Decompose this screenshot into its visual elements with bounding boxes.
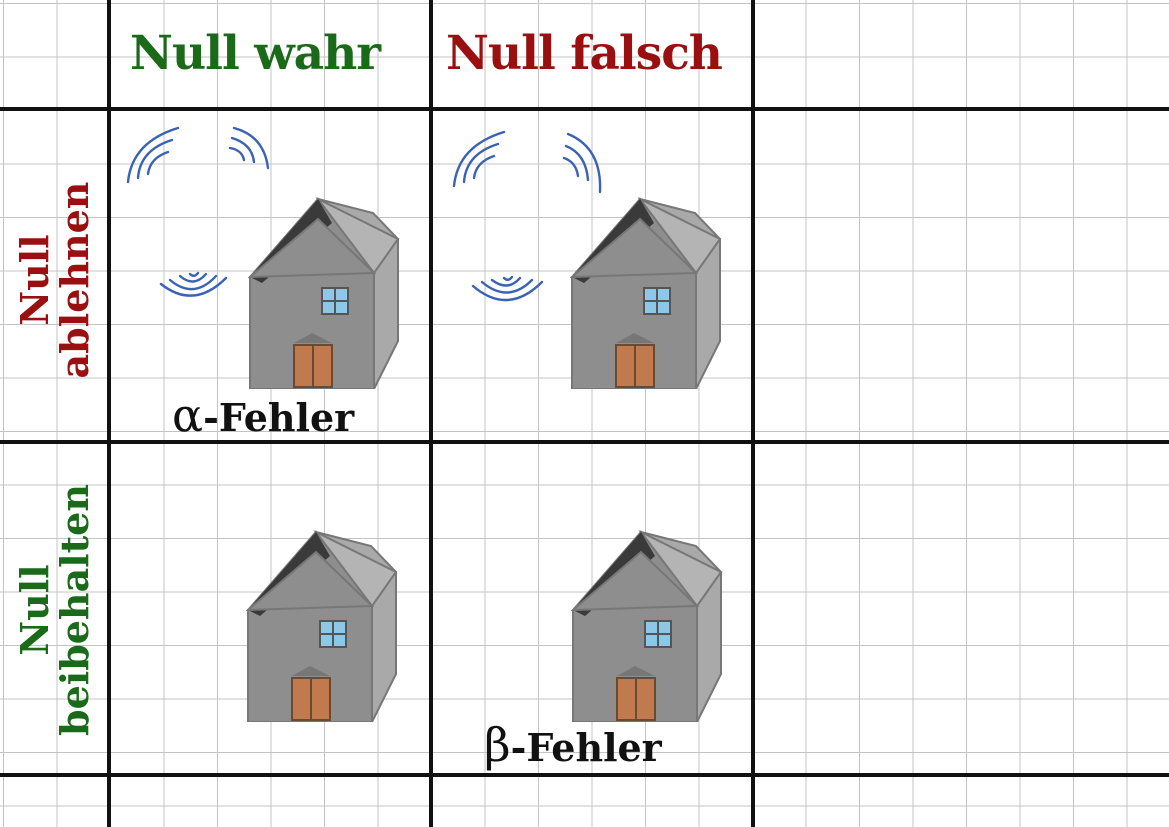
signal-waves-icon	[159, 271, 228, 297]
signal-waves-icon	[228, 126, 270, 170]
grid-line-horizontal	[0, 107, 1169, 111]
error-label-text: -Fehler	[510, 725, 662, 770]
signal-waves-icon	[452, 130, 506, 188]
column-header-null-false: Null falsch	[446, 26, 723, 81]
row-header-line: ablehnen	[52, 181, 97, 379]
grid-line-vertical	[429, 0, 433, 827]
house-icon	[248, 197, 400, 389]
signal-waves-icon	[126, 126, 180, 184]
error-label-text: -Fehler	[203, 395, 355, 440]
house-icon	[571, 530, 723, 722]
row-header-reject-null: Null ablehnen	[12, 181, 97, 379]
column-header-null-true: Null wahr	[130, 26, 381, 81]
signal-waves-icon	[562, 132, 602, 194]
signal-waves-icon	[471, 275, 544, 302]
grid-line-vertical	[107, 0, 111, 827]
row-header-line: Null	[12, 234, 57, 326]
grid-line-horizontal	[0, 773, 1169, 777]
house-icon	[570, 197, 722, 389]
beta-symbol: β	[484, 718, 511, 772]
grid-line-horizontal	[0, 440, 1169, 444]
alpha-error-label: α-Fehler	[172, 388, 354, 442]
alpha-symbol: α	[172, 388, 204, 442]
grid-line-vertical	[751, 0, 755, 827]
beta-error-label: β-Fehler	[484, 718, 662, 772]
row-header-line: Null	[12, 564, 57, 656]
row-header-retain-null: Null beibehalten	[12, 484, 97, 736]
house-icon	[246, 530, 398, 722]
row-header-line: beibehalten	[52, 484, 97, 736]
